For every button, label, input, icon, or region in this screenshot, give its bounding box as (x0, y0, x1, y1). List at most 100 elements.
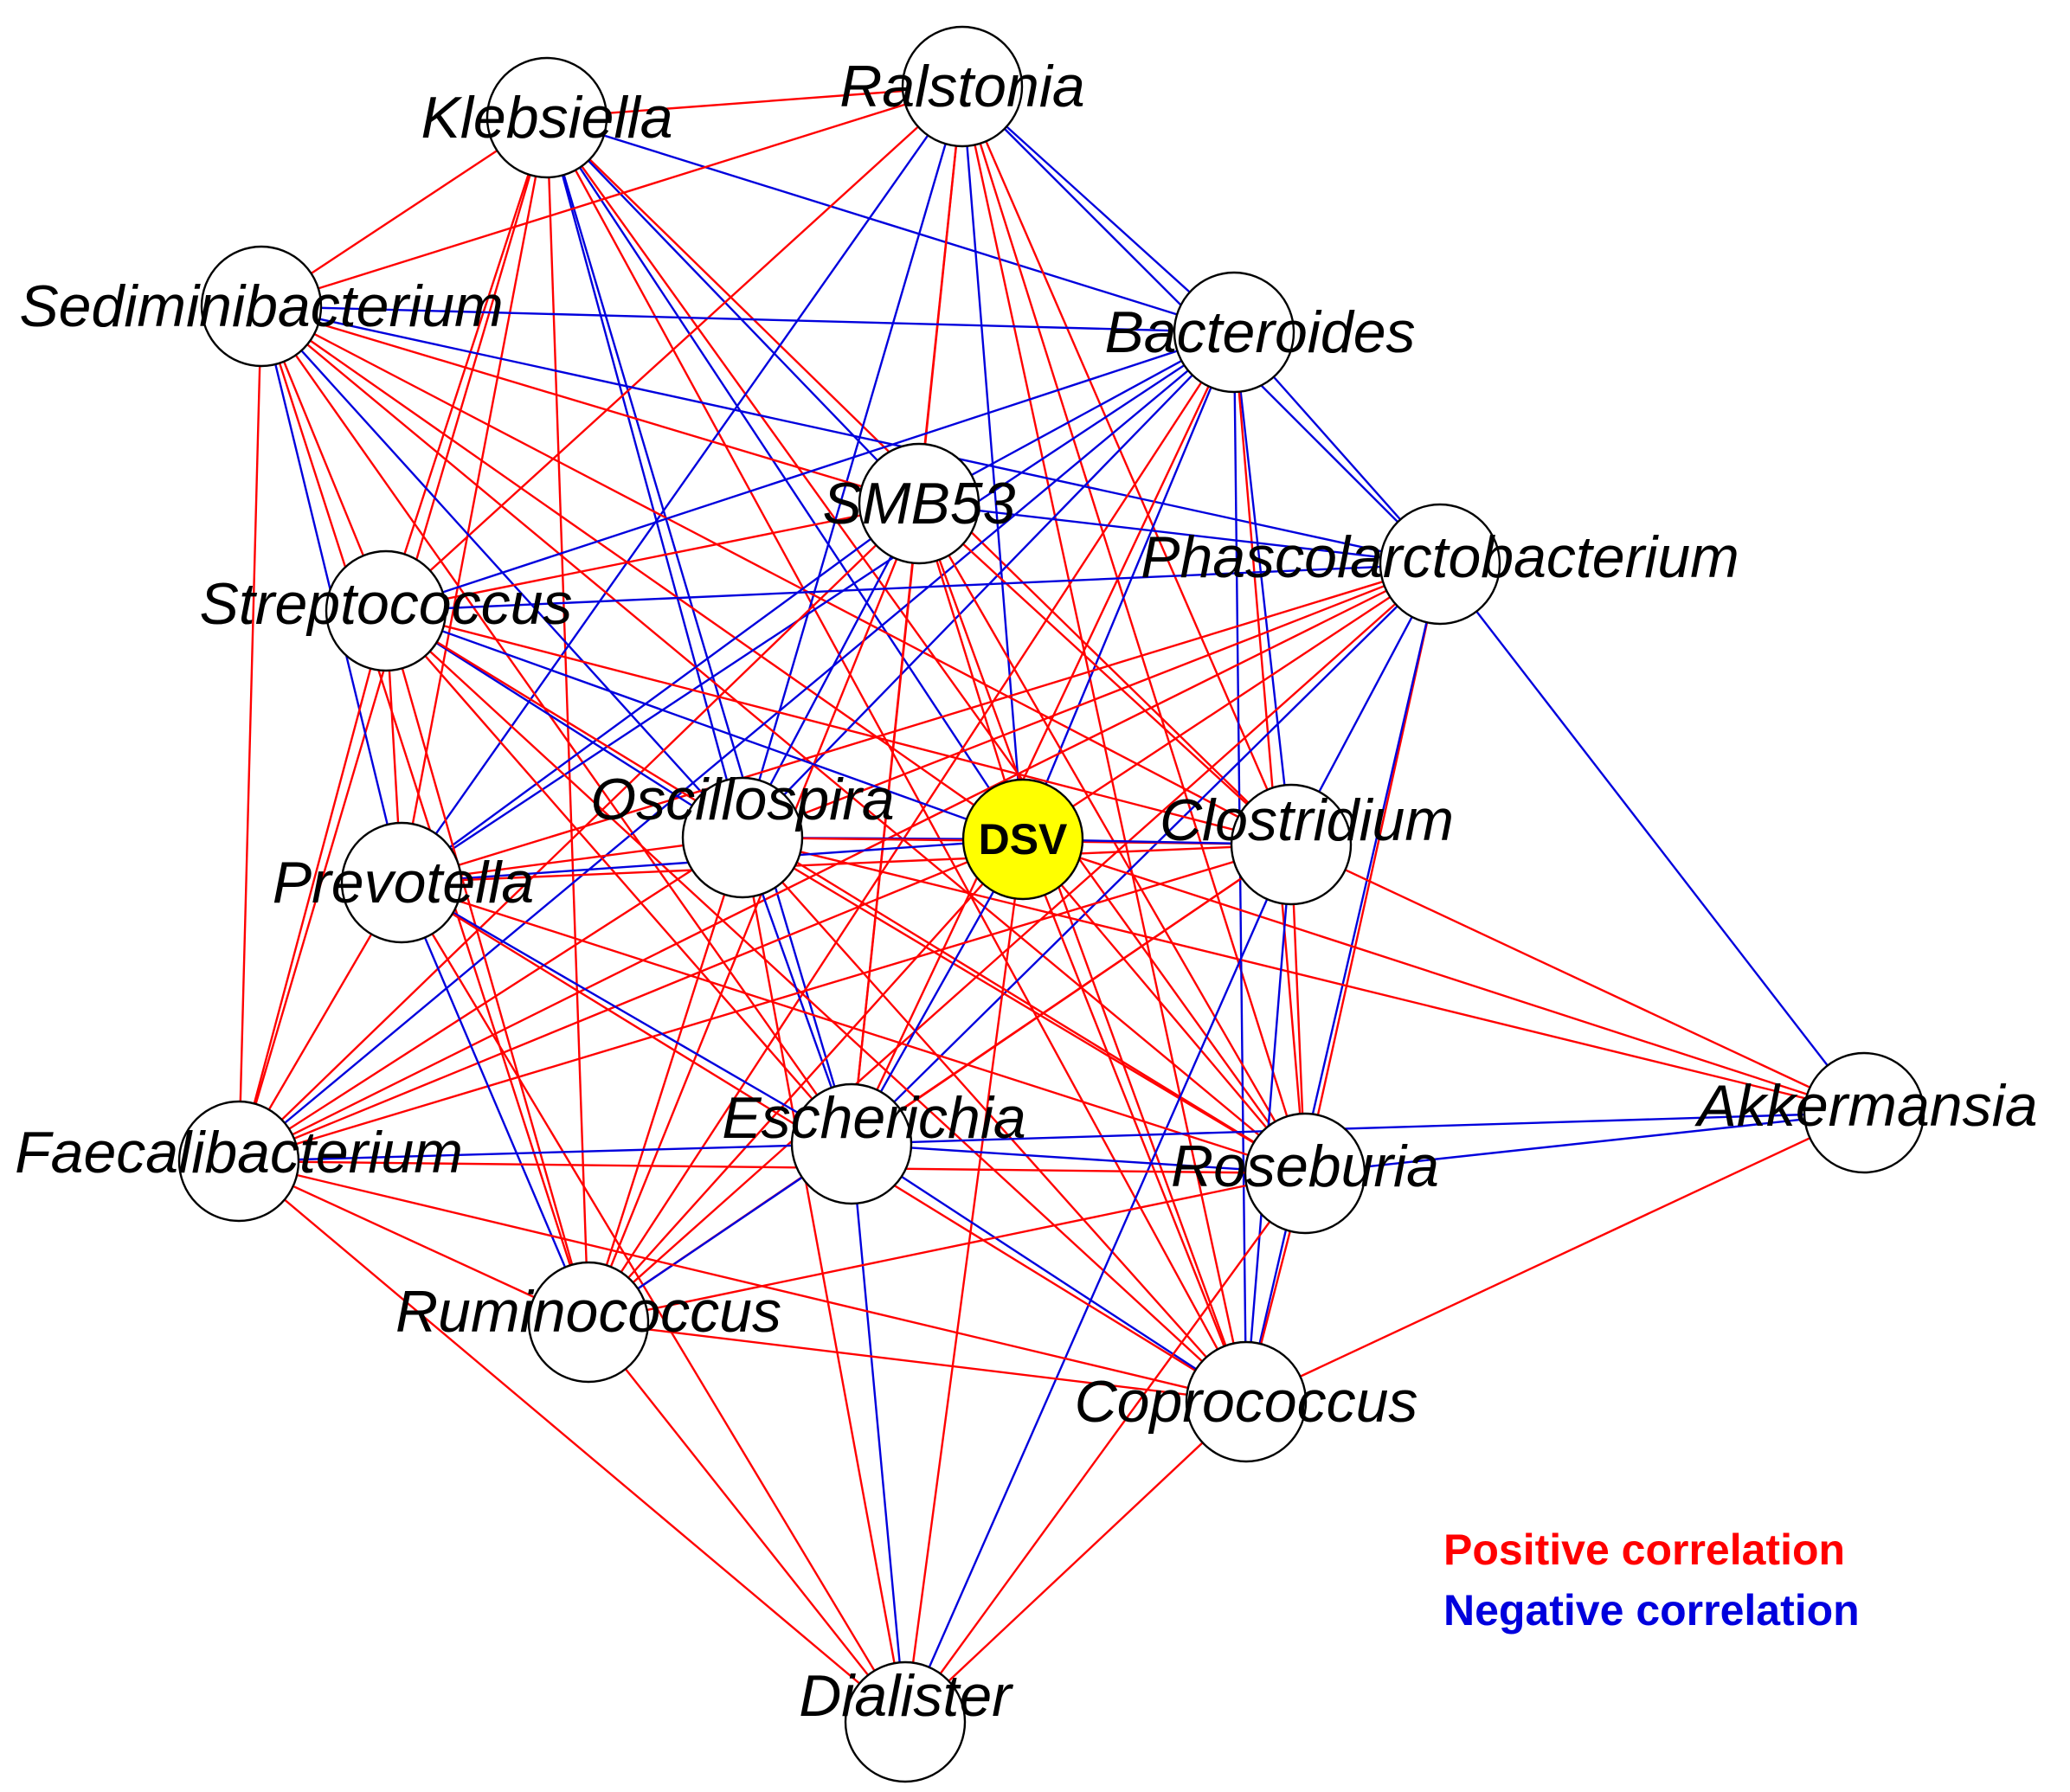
edge-faecalibacterium-coprococcus-positive (238, 1159, 1247, 1403)
edge-smb53-streptococcus-positive (385, 502, 920, 613)
edge-klebsiella-roseburia-positive (546, 117, 1306, 1174)
node-label-sediminibacterium: Sediminibacterium (19, 273, 503, 339)
edge-clostridium-prevotella-positive (401, 843, 1292, 884)
edge-smb53-escherichia-positive (850, 503, 921, 1145)
edge-coprococcus-dialister-positive (904, 1401, 1247, 1723)
node-circle-prevotella (340, 821, 463, 944)
node-clostridium: Clostridium (1160, 783, 1454, 906)
edge-sediminibacterium-faecalibacterium-positive (237, 305, 263, 1162)
edge-bacteroides-streptococcus-negative (385, 331, 1235, 613)
node-circle-oscillospira (681, 776, 804, 899)
edge-ralstonia-roseburia-positive (961, 86, 1307, 1174)
node-circle-akkermansia (1803, 1051, 1925, 1174)
edge-smb53-prevotella-negative (401, 503, 920, 883)
edge-ralstonia-prevotella-negative (401, 86, 963, 883)
node-phascolarctobacterium: Phascolarctobacterium (1141, 503, 1739, 626)
edge-streptococcus-coprococcus-positive (385, 610, 1247, 1403)
node-circle-ralstonia (901, 25, 1024, 148)
node-circle-faecalibacterium (177, 1100, 300, 1223)
edge-streptococcus-escherichia-positive (385, 610, 852, 1145)
edge-klebsiella-prevotella-positive (400, 117, 549, 883)
node-circle-klebsiella (485, 56, 608, 179)
edge-dsv-dialister-positive (903, 838, 1025, 1723)
edge-klebsiella-bacteroides-negative (546, 116, 1235, 334)
edge-sediminibacterium-phascolarctobacterium-negative (260, 305, 1441, 566)
node-smb53: SMB53 (823, 442, 1016, 565)
edge-dsv-ruminococcus-positive (588, 838, 1024, 1323)
node-coprococcus: Coprococcus (1075, 1340, 1418, 1463)
edge-streptococcus-clostridium-positive (385, 609, 1292, 846)
edge-dsv-faecalibacterium-positive (238, 838, 1024, 1163)
legend-positive-label: Positive correlation (1443, 1525, 1845, 1574)
node-label-streptococcus: Streptococcus (200, 571, 573, 637)
node-prevotella: Prevotella (273, 821, 534, 944)
edge-prevotella-escherichia-negative (401, 881, 852, 1146)
node-label-ruminococcus: Ruminococcus (395, 1279, 781, 1345)
edge-ruminococcus-dialister-positive (588, 1321, 906, 1723)
edge-clostridium-coprococcus-negative (1244, 844, 1293, 1403)
node-label-smb53: SMB53 (823, 471, 1016, 536)
edge-bacteroides-prevotella-negative (401, 331, 1235, 884)
edge-sediminibacterium-roseburia-positive (260, 305, 1306, 1174)
legend-negative-label: Negative correlation (1443, 1586, 1860, 1635)
edge-escherichia-akkermansia-negative (851, 1111, 1865, 1146)
node-circle-coprococcus (1185, 1340, 1308, 1463)
node-circle-sediminibacterium (200, 245, 323, 368)
edge-bacteroides-clostridium-negative (1232, 331, 1293, 845)
node-label-dsv: DSV (979, 815, 1068, 864)
node-label-akkermansia: Akkermansia (1694, 1073, 2037, 1139)
edge-smb53-clostridium-positive (918, 503, 1292, 845)
edge-smb53-roseburia-positive (917, 503, 1307, 1174)
edge-phascolarctobacterium-streptococcus-negative (385, 562, 1441, 613)
edge-sediminibacterium-escherichia-positive (260, 305, 852, 1145)
edge-layer (237, 85, 1865, 1723)
edge-bacteroides-roseburia-positive (1232, 331, 1307, 1174)
edge-klebsiella-streptococcus-positive (384, 117, 549, 612)
edge-klebsiella-oscillospira-negative (545, 117, 744, 838)
edge-clostridium-dialister-negative (903, 844, 1293, 1723)
edge-oscillospira-ruminococcus-positive (587, 837, 744, 1323)
edge-phascolarctobacterium-escherichia-negative (851, 563, 1441, 1145)
edge-faecalibacterium-ruminococcus-positive (238, 1159, 589, 1324)
node-escherichia: Escherichia (722, 1082, 1026, 1205)
edge-ralstonia-streptococcus-positive (385, 86, 963, 612)
edge-prevotella-roseburia-positive (401, 881, 1306, 1175)
node-circle-dsv (961, 778, 1084, 901)
node-label-phascolarctobacterium: Phascolarctobacterium (1141, 524, 1739, 590)
edge-prevotella-dialister-positive (400, 882, 907, 1723)
edge-clostridium-akkermansia-positive (1290, 843, 1865, 1114)
node-akkermansia: Akkermansia (1694, 1051, 2038, 1174)
edge-bacteroides-faecalibacterium-negative (238, 331, 1235, 1162)
edge-escherichia-faecalibacterium-negative (238, 1142, 852, 1163)
edge-oscillospira-faecalibacterium-positive (238, 836, 743, 1163)
node-circle-streptococcus (325, 549, 447, 672)
edge-oscillospira-dialister-positive (741, 837, 907, 1723)
edge-streptococcus-ruminococcus-positive (384, 610, 590, 1323)
node-circle-clostridium (1230, 783, 1353, 906)
edge-phascolarctobacterium-oscillospira-positive (742, 562, 1441, 839)
node-label-ralstonia: Ralstonia (839, 54, 1085, 119)
edge-phascolarctobacterium-coprococcus-negative (1244, 563, 1442, 1403)
edge-sediminibacterium-bacteroides-negative (260, 305, 1235, 334)
edge-klebsiella-coprococcus-positive (545, 117, 1248, 1403)
node-ruminococcus: Ruminococcus (395, 1261, 781, 1384)
edge-smb53-oscillospira-negative (741, 503, 921, 838)
node-streptococcus: Streptococcus (200, 549, 573, 672)
edge-ralstonia-clostridium-positive (961, 86, 1293, 845)
edge-ralstonia-sediminibacterium-positive (260, 85, 963, 308)
edge-streptococcus-dsv-negative (385, 609, 1024, 841)
edge-ralstonia-bacteroides-negative (961, 86, 1235, 333)
node-label-klebsiella: Klebsiella (421, 85, 672, 151)
node-label-faecalibacterium: Faecalibacterium (15, 1120, 463, 1185)
node-label-escherichia: Escherichia (722, 1085, 1026, 1151)
edge-dsv-roseburia-positive (1022, 838, 1306, 1174)
edge-phascolarctobacterium-akkermansia-negative (1439, 563, 1865, 1114)
node-dialister: Dialister (799, 1660, 1013, 1783)
edge-roseburia-ruminococcus-positive (588, 1172, 1306, 1324)
node-bacteroides: Bacteroides (1104, 271, 1416, 394)
node-label-dialister: Dialister (799, 1663, 1013, 1729)
edge-klebsiella-escherichia-negative (545, 117, 853, 1145)
